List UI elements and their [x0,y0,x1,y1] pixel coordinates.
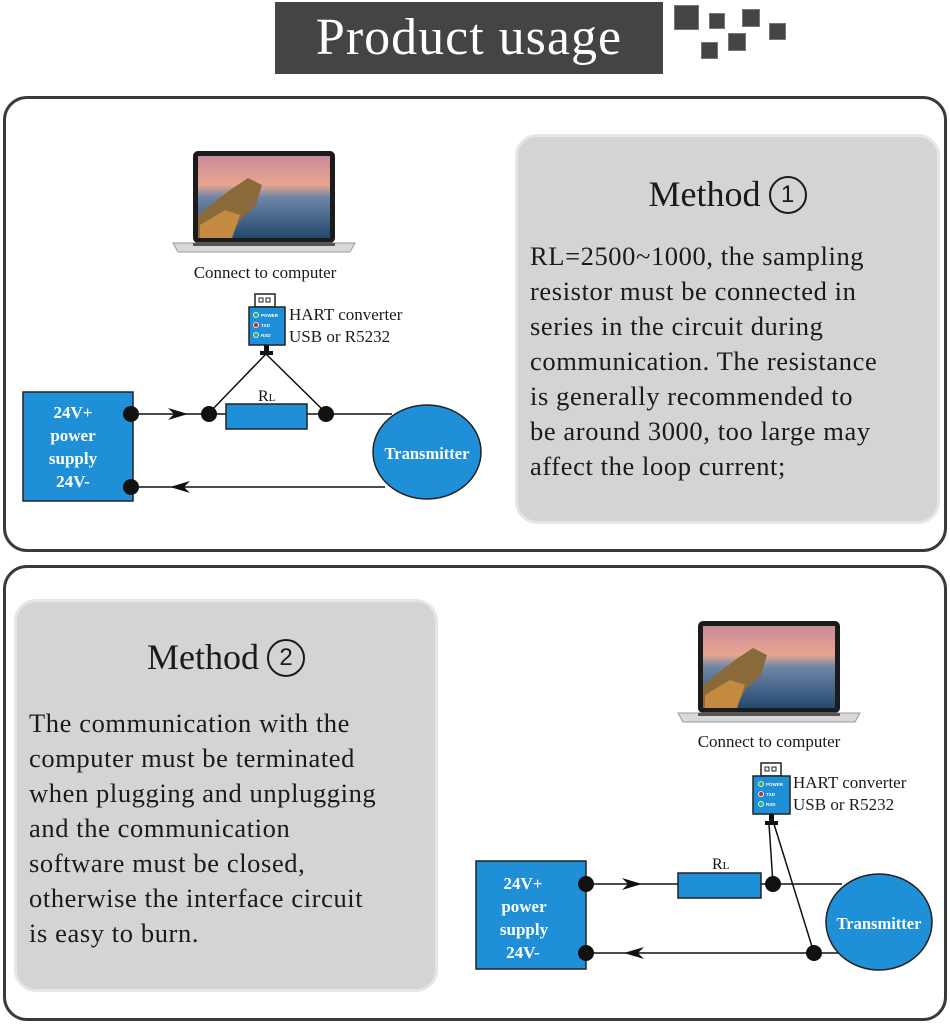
transmitter-label: Transmitter [385,444,470,463]
led-label-rxd: RXD [261,333,271,338]
power-supply-label-line: power [50,426,96,445]
power-supply-label-line: power [501,897,547,916]
page-title: Product usage [275,2,663,74]
power-supply-label-line: 24V+ [54,403,93,422]
power-supply-label-line: 24V+ [504,874,543,893]
decor-square [674,5,699,30]
converter-label-line1: HART converter [793,773,907,792]
hart-converter-icon: POWER TXD RXD [752,762,791,825]
transmitter-label: Transmitter [837,914,922,933]
decor-square [701,42,718,59]
current-arrow-right [168,408,188,420]
transmitter [372,404,482,500]
method1-circuit-diagram: Connect to computer POWER TXD RXD HART c… [22,151,482,502]
resistor-label: RL [258,388,276,405]
method2-title-text: Method [147,637,259,677]
junction-node [318,406,334,422]
terminal-node [578,945,594,961]
method1-body: RL=2500~1000, the sampling resistor must… [530,241,878,481]
current-arrow-left [170,481,190,493]
led-label-txd: TXD [261,323,271,328]
current-arrow-left [624,947,644,959]
led-label-power: POWER [261,313,279,318]
decor-square [742,9,760,27]
power-supply-label-line: supply [49,449,98,468]
terminal-node [123,406,139,422]
led-label-rxd: RXD [766,802,776,807]
terminal-node [578,876,594,892]
method1-number-badge: 1 [768,176,807,214]
power-supply-box [475,860,587,970]
converter-label-line2: USB or R5232 [289,327,390,346]
junction-node [806,945,822,961]
power-supply-label-line: supply [500,920,549,939]
power-supply-label-line: 24V- [506,943,540,962]
junction-node [765,876,781,892]
converter-label-line2: USB or R5232 [793,795,894,814]
power-supply-label-line: 24V- [56,472,90,491]
resistor-label: RL [712,856,730,873]
method2-number-badge: 2 [267,639,305,677]
decor-square [728,33,746,51]
hart-converter-icon: POWER TXD RXD [248,293,286,355]
led-label-txd: TXD [766,792,776,797]
laptop-icon [172,151,356,253]
resistor-rl [225,403,308,430]
power-supply-box [22,391,134,502]
transmitter [825,873,933,971]
laptop-icon [677,621,861,723]
method1-title-text: Method [648,174,761,214]
method2-body: The communication with the computer must… [29,708,377,948]
decor-square [709,13,725,29]
current-arrow-right [622,878,642,890]
resistor-rl [677,872,762,899]
terminal-node [123,479,139,495]
junction-node [201,406,217,422]
led-label-power: POWER [766,782,784,787]
converter-label-line1: HART converter [289,305,403,324]
computer-caption: Connect to computer [194,263,337,282]
decor-square [769,23,786,40]
computer-caption: Connect to computer [698,732,841,751]
